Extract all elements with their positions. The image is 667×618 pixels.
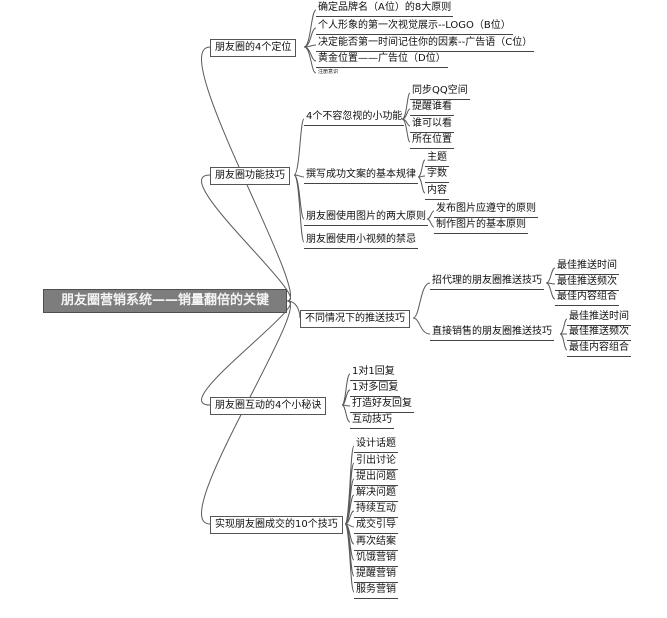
b1-item-3: 决定能否第一时间记住你的因素--广告语（C位）	[316, 36, 535, 52]
b4-item-1: 1对1回复	[350, 365, 397, 381]
b2-sub2-item-2: 字数	[425, 167, 449, 183]
branch-function-tips: 朋友圈功能技巧	[210, 167, 290, 185]
b4-item-2: 1对多回复	[350, 381, 401, 397]
b2-sub1-item-3: 谁可以看	[410, 117, 454, 133]
b3-sub2-item-1: 最佳推送时间	[567, 310, 631, 326]
b1-item-5: 注册意识	[318, 69, 339, 75]
b1-connectors	[303, 9, 317, 74]
b1-item-4: 黄金位置——广告位（D位）	[316, 52, 448, 68]
b2-sub3-item-2: 制作图片的基本原则	[434, 218, 528, 234]
b2-sub1-connectors	[401, 92, 411, 143]
b5-item-7: 再次结案	[354, 535, 398, 551]
b3-sub1-item-1: 最佳推送时间	[555, 259, 619, 275]
b5-item-9: 提醒营销	[354, 567, 398, 583]
b1-item-1: 确定品牌名（A位）的8大原则	[316, 1, 454, 17]
b2-sub-1: 4个不容忽视的小功能	[304, 110, 405, 126]
b2-sub1-item-1: 同步QQ空间	[410, 84, 470, 100]
b5-item-2: 引出讨论	[354, 454, 398, 470]
b3-sub1-item-2: 最佳推送频次	[555, 275, 619, 291]
branch-push-tips: 不同情况下的推送技巧	[300, 310, 410, 328]
branch-deal-tips: 实现朋友圈成交的10个技巧	[210, 516, 343, 534]
b3-sub2-connectors	[559, 318, 568, 351]
b2-sub3-item-1: 发布图片应遵守的原则	[434, 202, 538, 218]
b5-item-1: 设计话题	[354, 437, 398, 453]
root-connectors	[201, 46, 301, 525]
b2-sub3-connectors	[426, 210, 435, 228]
root-node: 朋友圈营销系统——销量翻倍的关键	[43, 289, 287, 313]
b2-sub1-item-2: 提醒谁看	[410, 100, 454, 116]
b3-connectors	[412, 282, 431, 335]
b2-sub1-item-4: 所在位置	[410, 133, 454, 149]
branch-interaction-secrets: 朋友圈互动的4个小秘诀	[210, 397, 327, 415]
b5-item-4: 解决问题	[354, 486, 398, 502]
b4-item-3: 打造好友回复	[350, 397, 414, 413]
branch-positioning: 朋友圈的4个定位	[210, 39, 297, 57]
b3-sub-1: 招代理的朋友圈推送技巧	[430, 274, 544, 290]
b2-sub-3: 朋友圈使用图片的两大原则	[304, 210, 428, 226]
b2-sub2-connectors	[417, 159, 426, 194]
b3-sub1-item-3: 最佳内容组合	[555, 290, 619, 306]
b4-item-4: 互动技巧	[350, 413, 394, 429]
b2-sub-4: 朋友圈使用小视频的禁忌	[304, 233, 418, 249]
b5-item-5: 持续互动	[354, 502, 398, 518]
b4-connectors	[341, 373, 351, 423]
b2-sub2-item-3: 内容	[425, 184, 449, 200]
b5-item-3: 提出问题	[354, 470, 398, 486]
b5-item-8: 饥饿营销	[354, 551, 398, 567]
b5-item-10: 服务营销	[354, 583, 398, 599]
b2-connectors	[293, 118, 305, 243]
b1-item-2: 个人形象的第一次视觉展示--LOGO（B位）	[316, 19, 513, 35]
b3-sub1-connectors	[545, 267, 556, 300]
b3-sub-2: 直接销售的朋友圈推送技巧	[430, 325, 554, 341]
b2-sub-2: 撰写成功文案的基本规律	[304, 168, 418, 184]
b5-item-6: 成交引导	[354, 518, 398, 534]
b3-sub2-item-3: 最佳内容组合	[567, 341, 631, 357]
b5-connectors	[344, 445, 355, 593]
b2-sub2-item-1: 主题	[425, 151, 449, 167]
b3-sub2-item-2: 最佳推送频次	[567, 325, 631, 341]
